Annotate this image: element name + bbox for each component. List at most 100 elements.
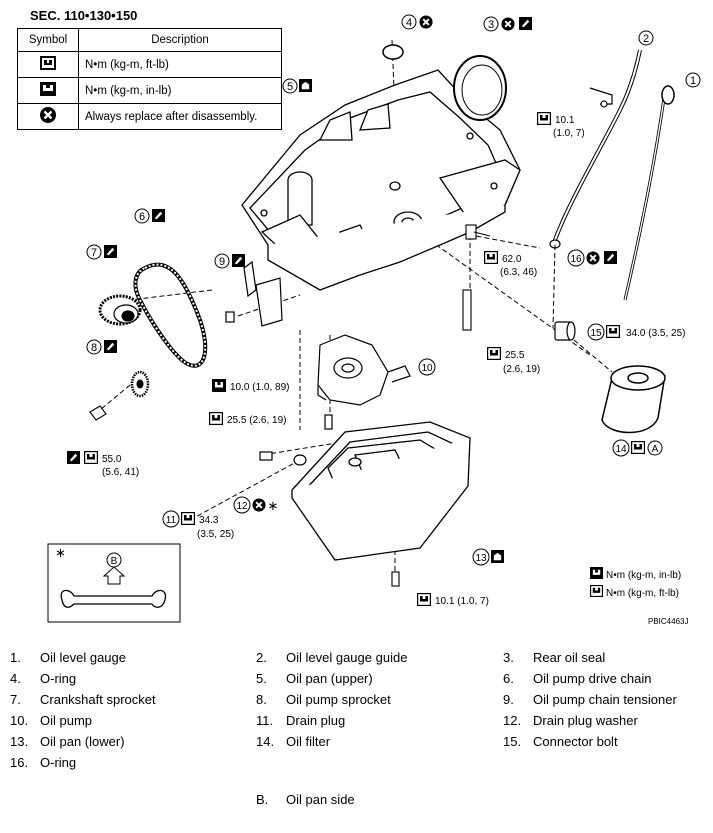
part-item: 12.Drain plug washer bbox=[503, 713, 638, 728]
part-number: 3. bbox=[503, 650, 514, 665]
callout-2: 2 bbox=[638, 30, 654, 46]
part-number: B. bbox=[256, 792, 269, 807]
svg-text:10: 10 bbox=[421, 363, 433, 374]
svg-text:25.5 (2.6, 19): 25.5 (2.6, 19) bbox=[227, 415, 286, 426]
liquid-gasket-icon bbox=[491, 550, 504, 563]
part-label: Oil pump sprocket bbox=[286, 692, 391, 707]
part-number: 1. bbox=[10, 650, 21, 665]
connector-bolt-drawing bbox=[554, 321, 576, 341]
oil-pump-drive-chain-drawing bbox=[133, 262, 208, 368]
rear-oil-seal-drawing bbox=[453, 55, 507, 121]
symbol-legend-table: Symbol Description N•m (kg-m, ft-lb) N•m… bbox=[17, 28, 282, 130]
oil-pan-exploded-diagram: 1 2 3 4 5 6 7 bbox=[47, 14, 701, 623]
svg-text:34.0 (3.5, 25): 34.0 (3.5, 25) bbox=[626, 328, 685, 339]
asterisk-mark: ∗ bbox=[268, 498, 279, 513]
part-item: 3. Rear oil seal bbox=[503, 650, 605, 665]
part-label: Oil pump drive chain bbox=[533, 671, 652, 686]
torque-wrench-in-lb-icon bbox=[590, 567, 603, 579]
parts-row: 4. O-ring 5.Oil pan (upper) 6. Oil pump dr… bbox=[0, 671, 713, 691]
callout-8: 8 bbox=[86, 339, 117, 355]
lubricate-icon bbox=[67, 451, 80, 464]
legend-row: N•m (kg-m, in-lb) bbox=[17, 77, 282, 104]
asterisk-mark: ∗ bbox=[55, 545, 66, 560]
part-number: 14. bbox=[256, 734, 275, 749]
torque-spec: 25.5 (2.6, 19) bbox=[209, 412, 286, 426]
callout-4: 4 bbox=[401, 14, 433, 30]
legend-row: N•m (kg-m, ft-lb) bbox=[17, 51, 282, 78]
part-label: Oil pan (upper) bbox=[286, 671, 373, 686]
svg-text:11: 11 bbox=[166, 515, 177, 526]
oil-pan-upper-drawing bbox=[241, 69, 521, 291]
part-label: O-ring bbox=[40, 671, 77, 686]
callout-14: 14 A bbox=[612, 439, 663, 457]
part-label: Oil pump chain tensioner bbox=[533, 692, 677, 707]
replace-x-icon bbox=[586, 251, 600, 265]
part-label: Drain plug bbox=[286, 713, 346, 728]
callout-3: 3 bbox=[483, 16, 532, 32]
lubricate-icon bbox=[232, 254, 245, 267]
part-label: Rear oil seal bbox=[533, 650, 606, 665]
part-item: 1. Oil level gauge bbox=[10, 650, 126, 665]
part-number: 4. bbox=[10, 671, 21, 686]
svg-text:(5.6, 41): (5.6, 41) bbox=[102, 467, 139, 478]
svg-text:25.5: 25.5 bbox=[505, 350, 525, 361]
drain-plug-drawing bbox=[259, 451, 307, 466]
callout-b: B bbox=[111, 556, 118, 567]
callout-1: 1 bbox=[685, 72, 701, 88]
torque-wrench-icon bbox=[487, 347, 501, 360]
lubricate-icon bbox=[152, 209, 165, 222]
callout-15: 15 bbox=[587, 323, 620, 341]
svg-text:1: 1 bbox=[690, 75, 696, 87]
svg-text:55.0: 55.0 bbox=[102, 454, 122, 465]
part-label: Oil pan side bbox=[286, 792, 355, 807]
stud-drawing bbox=[462, 289, 472, 331]
torque-wrench-icon bbox=[631, 441, 645, 454]
part-number: 2. bbox=[256, 650, 267, 665]
svg-text:6: 6 bbox=[139, 211, 145, 223]
part-label: O-ring bbox=[40, 755, 77, 770]
torque-wrench-icon bbox=[209, 412, 223, 425]
part-label: Oil level gauge bbox=[40, 650, 126, 665]
legend-header-symbol: Symbol bbox=[17, 28, 79, 52]
part-label: Oil pan (lower) bbox=[40, 734, 125, 749]
torque-wrench-icon bbox=[590, 585, 603, 597]
callout-12: 12 ∗ bbox=[233, 496, 279, 514]
torque-wrench-icon bbox=[40, 56, 56, 70]
svg-text:14: 14 bbox=[615, 444, 627, 455]
callout-a: A bbox=[652, 444, 659, 455]
part-number: 6. bbox=[503, 671, 514, 686]
torque-wrench-icon bbox=[537, 112, 551, 125]
legend-symbol-cell bbox=[17, 103, 79, 130]
callout-13: 13 bbox=[472, 548, 504, 566]
legend-row: Always replace after disassembly. bbox=[17, 103, 282, 130]
part-item: 5.Oil pan (upper) bbox=[256, 671, 373, 686]
part-number: 16. bbox=[10, 755, 29, 770]
torque-spec: 34.0 (3.5, 25) bbox=[626, 328, 685, 339]
part-item: 8.Oil pump sprocket bbox=[256, 692, 391, 707]
torque-wrench-icon bbox=[606, 325, 620, 338]
parts-row: 13.Oil pan (lower) 14.Oil filter 15.Conn… bbox=[0, 734, 713, 754]
part-label: Oil level gauge guide bbox=[286, 650, 408, 665]
part-item: 7.Crankshaft sprocket bbox=[10, 692, 156, 707]
legend-symbol-cell bbox=[17, 51, 79, 78]
svg-text:62.0: 62.0 bbox=[502, 254, 522, 265]
svg-text:5: 5 bbox=[287, 81, 293, 93]
oil-level-gauge-drawing bbox=[623, 85, 675, 301]
part-number: 9. bbox=[503, 692, 514, 707]
part-number: 11. bbox=[256, 713, 274, 728]
part-item: 6. Oil pump drive chain bbox=[503, 671, 652, 686]
parts-row: 16. O-ring bbox=[0, 755, 713, 775]
oil-pan-lower-drawing bbox=[291, 421, 471, 561]
bolt-drawing bbox=[465, 224, 491, 240]
torque-wrench-in-lb-icon bbox=[40, 82, 56, 96]
part-item: 10.Oil pump bbox=[10, 713, 92, 728]
lubricate-icon bbox=[104, 245, 117, 258]
torque-wrench-icon bbox=[484, 251, 498, 264]
parts-row: 10.Oil pump 11. Drain plug 12.Drain plug … bbox=[0, 713, 713, 733]
part-item: 16. O-ring bbox=[10, 755, 76, 770]
torque-wrench-icon bbox=[181, 512, 195, 525]
part-label: Oil filter bbox=[286, 734, 331, 749]
svg-text:10.1 (1.0, 7): 10.1 (1.0, 7) bbox=[435, 596, 489, 607]
torque-spec: 10.1 (1.0, 7) bbox=[537, 112, 585, 139]
torque-spec: 10.0 (1.0, 89) bbox=[212, 379, 289, 393]
